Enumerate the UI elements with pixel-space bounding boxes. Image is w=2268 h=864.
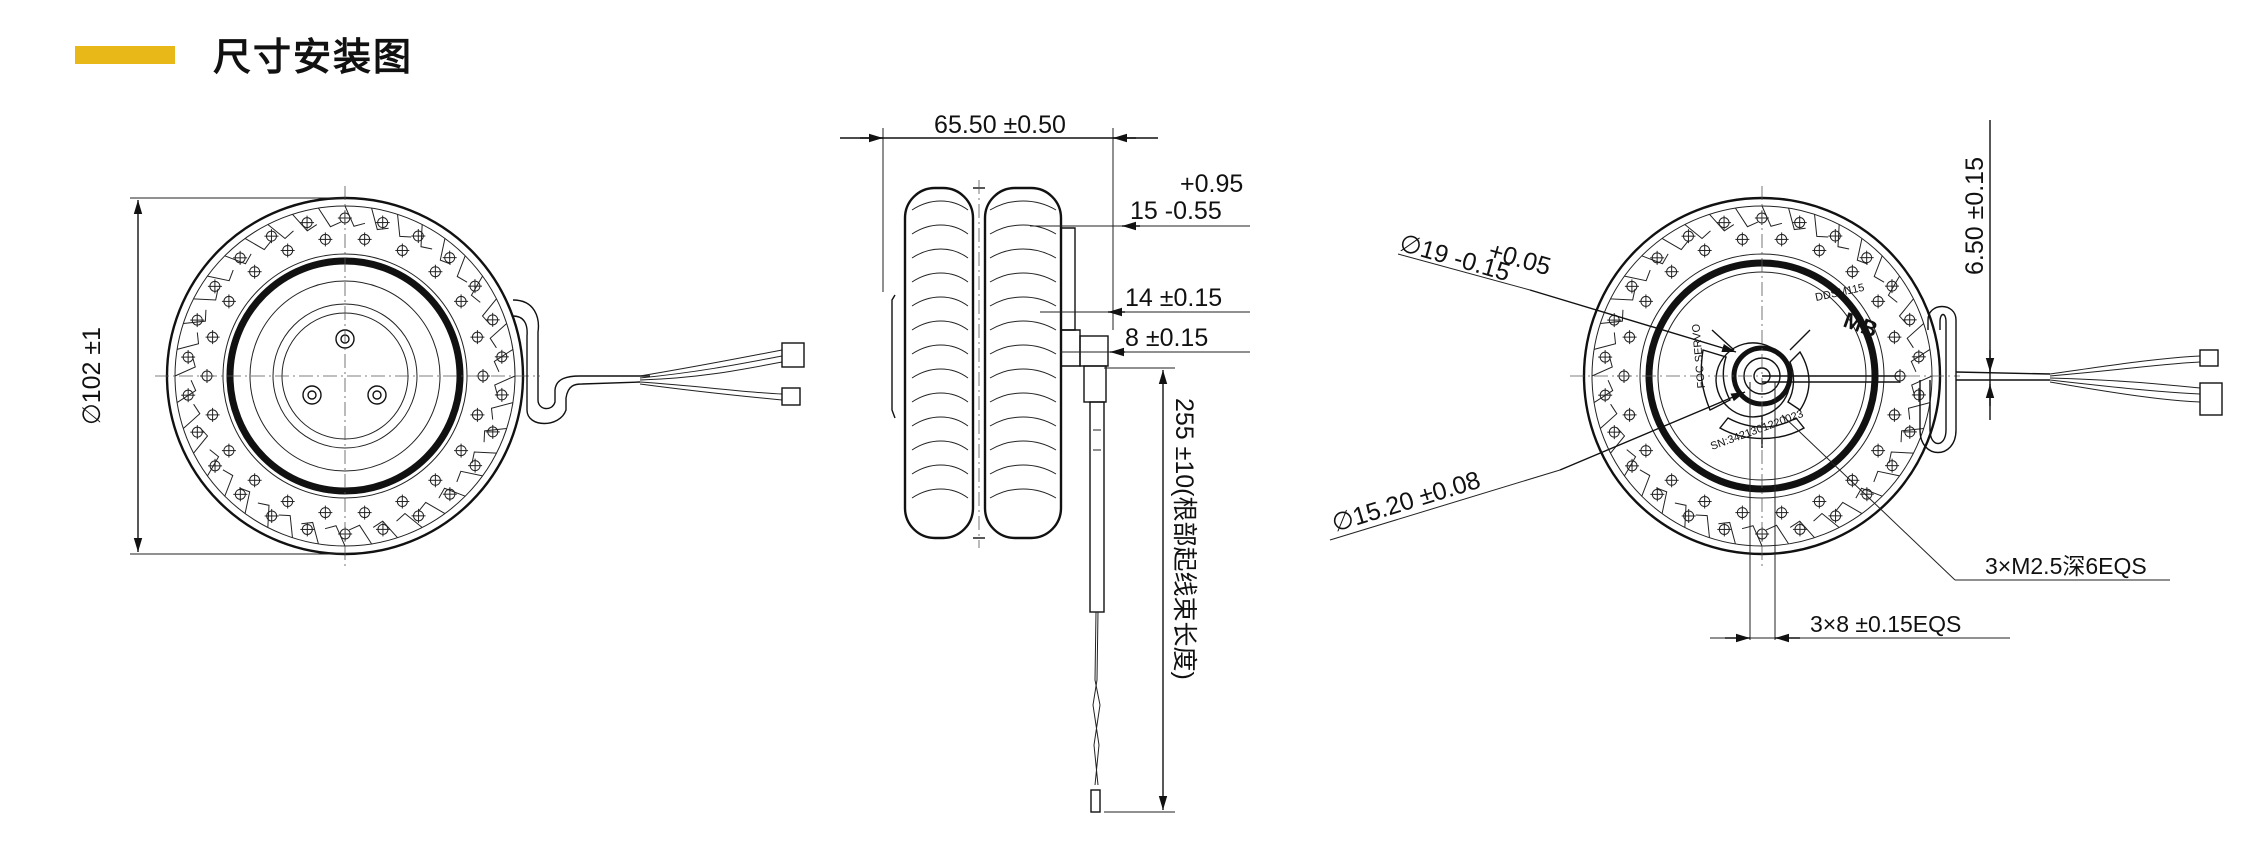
side-tread-pattern xyxy=(911,200,1057,499)
side-view: 65.50 ±0.50 +0.95 15 -0.55 14 ±0.15 8 ±0… xyxy=(840,111,1250,813)
rear-view: DDSM115 MB FOC SERVO SN:3421301220023 xyxy=(1329,120,2223,643)
tire-tread-pattern xyxy=(174,205,516,547)
side-dim-14-label: 14 ±0.15 xyxy=(1125,284,1222,312)
front-view: ∅102 ±1 xyxy=(78,186,805,566)
front-cable xyxy=(512,299,805,425)
page-title: 尺寸安装图 xyxy=(213,35,414,79)
rear-height-label: 6.50 ±0.15 xyxy=(1961,157,1989,275)
side-width-dimension: 65.50 ±0.50 xyxy=(840,111,1158,330)
rear-hub-diameter-dimension: ∅15.20 ±0.08 xyxy=(1329,391,1746,541)
side-dim-15-tol-upper: +0.95 xyxy=(1180,170,1243,198)
side-dim-8-label: 8 ±0.15 xyxy=(1125,324,1208,352)
side-wheel xyxy=(891,180,1109,548)
tire-tread-pattern xyxy=(1591,205,1933,547)
rear-label-brand: MB xyxy=(1840,307,1881,342)
front-diameter-label: ∅102 ±1 xyxy=(78,327,106,425)
rear-label-foc: FOC SERVO xyxy=(1690,323,1708,389)
rear-mount-holes-label: 3×M2.5深6EQS xyxy=(1985,553,2147,579)
rear-cable xyxy=(1919,305,2223,454)
side-cable xyxy=(1089,401,1105,813)
rear-height-dimension: 6.50 ±0.15 xyxy=(1961,120,1995,420)
side-cable-length-label: 255 ±10(根部起线束长度) xyxy=(1170,398,1198,680)
rear-connector-lower xyxy=(2199,382,2223,416)
page-header: 尺寸安装图 xyxy=(0,0,2268,110)
side-dim-15-label: 15 -0.55 xyxy=(1130,197,1222,225)
side-cable-length-dimension: 255 ±10(根部起线束长度) xyxy=(1104,367,1198,813)
side-dim-8: 8 ±0.15 xyxy=(1060,324,1250,357)
front-connector-lower xyxy=(781,387,801,406)
section-accent-bar xyxy=(75,46,175,64)
rear-hole-spacing-label: 3×8 ±0.15EQS xyxy=(1810,611,1961,637)
front-diameter-dimension: ∅102 ±1 xyxy=(78,197,345,555)
rear-connector-upper xyxy=(2199,349,2219,367)
front-connector-upper xyxy=(781,342,805,368)
front-screw-holes xyxy=(302,329,387,405)
side-width-label: 65.50 ±0.50 xyxy=(934,111,1066,139)
rear-wheel: DDSM115 MB FOC SERVO SN:3421301220023 xyxy=(1570,186,1960,566)
rear-mount-holes-callout: 3×M2.5深6EQS xyxy=(1781,414,2170,581)
side-dim-14: 14 ±0.15 xyxy=(1040,284,1250,317)
rear-hub-diameter-label: ∅15.20 ±0.08 xyxy=(1329,466,1484,538)
side-dim-15: +0.95 15 -0.55 xyxy=(1030,170,1250,231)
rear-hole-spacing-dimension: 3×8 ±0.15EQS xyxy=(1710,382,2010,643)
front-wheel xyxy=(155,186,540,566)
